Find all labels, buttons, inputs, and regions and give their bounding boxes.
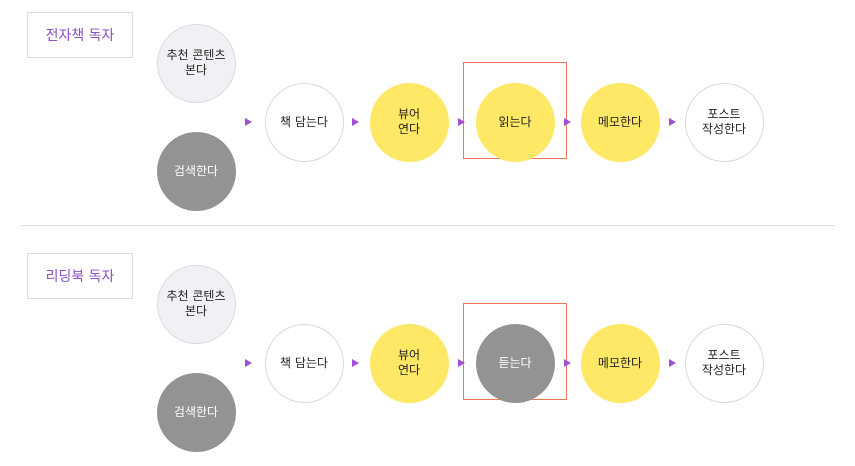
arrow-icon (669, 117, 676, 126)
flow-step: 포스트 작성한다 (684, 323, 764, 403)
source-node: 검색한다 (156, 372, 236, 452)
section-label: 리딩북 독자 (27, 253, 133, 299)
source-node: 추천 콘텐츠 본다 (156, 23, 236, 103)
flow-step: 듣는다 (475, 323, 555, 403)
flow-step: 책 담는다 (264, 82, 344, 162)
flow-step: 메모한다 (580, 323, 660, 403)
section-label: 전자책 독자 (27, 12, 133, 58)
arrow-icon (245, 358, 252, 367)
arrow-icon (245, 117, 252, 126)
arrow-icon (564, 358, 571, 367)
flow-step: 뷰어 연다 (369, 323, 449, 403)
flow-step: 메모한다 (580, 82, 660, 162)
flow-step: 뷰어 연다 (369, 82, 449, 162)
flow-step: 읽는다 (475, 82, 555, 162)
arrow-icon (352, 117, 359, 126)
source-node: 검색한다 (156, 131, 236, 211)
arrow-icon (564, 117, 571, 126)
section-divider (20, 225, 835, 226)
arrow-icon (352, 358, 359, 367)
flow-step: 포스트 작성한다 (684, 82, 764, 162)
flow-step: 책 담는다 (264, 323, 344, 403)
arrow-icon (458, 358, 465, 367)
source-node: 추천 콘텐츠 본다 (156, 264, 236, 344)
arrow-icon (669, 358, 676, 367)
arrow-icon (458, 117, 465, 126)
